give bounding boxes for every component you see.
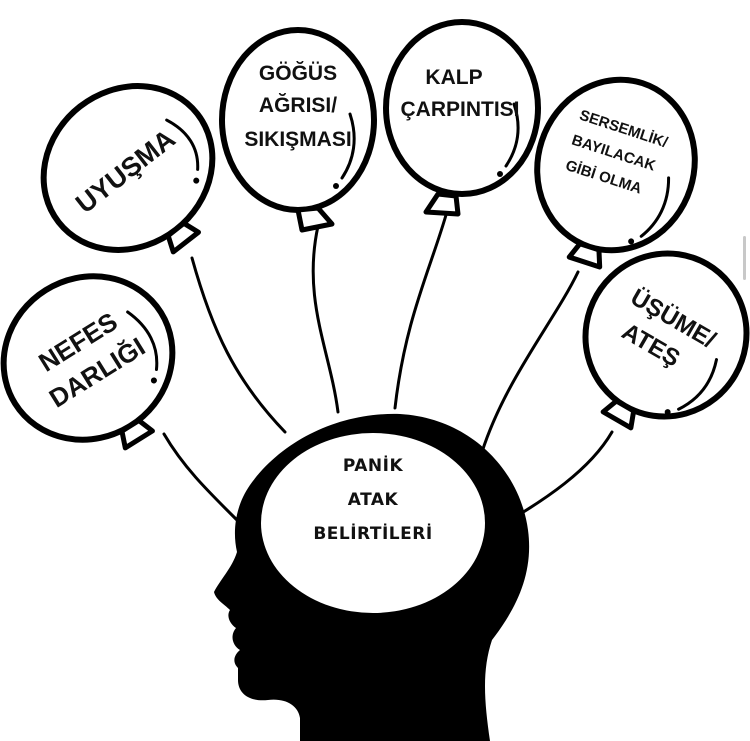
balloon-body [534,76,698,254]
balloon-usume-ates: ÜŞÜME/ ATEŞ [582,250,750,431]
balloon-knot [600,398,637,431]
balloon-kalp-line-1: KALP [425,66,482,89]
balloon-gogus-agrisi: GÖĞÜS AĞRISI/ SIKIŞMASI [219,27,377,233]
balloon-strings [162,213,614,530]
balloon-knot [295,205,335,233]
string-gogus-agrisi [311,224,340,414]
balloon-gogus-line-2: AĞRISI/ [259,93,337,117]
balloon-shine-dot [333,183,339,189]
balloon-shine [677,358,718,411]
balloon-knot [423,191,461,217]
balloon-body [383,19,541,197]
scroll-indicator [743,236,746,280]
balloon-uyusma: UYUŞMA [40,83,216,255]
balloon-kalp-carpintisi: KALP ÇARPINTISI [383,19,541,217]
string-nefes-darligi [162,432,247,530]
balloon-shine [126,310,159,371]
balloon-gogus-line-3: SIKIŞMASI [244,128,351,151]
balloon-shine [165,118,200,171]
center-line-2: ATAK [348,490,399,510]
string-sersemlik [480,270,580,454]
balloon-shine-dot [628,238,635,245]
string-uyusma [190,256,287,434]
balloon-shine-dot [664,409,671,416]
balloon-kalp-line-2: ÇARPINTISI [400,98,519,121]
balloon-gogus-line-1: GÖĞÜS [259,61,337,85]
balloon-knot [165,220,201,255]
balloon-shine-dot [150,377,157,384]
balloon-shine [340,112,356,180]
center-line-3: BELİRTİLERİ [313,522,432,544]
balloon-shine [504,102,520,168]
balloon-shine-dot [193,177,200,184]
head-silhouette [214,413,530,741]
balloon-shine-dot [497,171,503,177]
center-title: PANİK ATAK BELİRTİLERİ [313,454,432,544]
string-kalp-carpintisi [393,213,448,410]
balloon-nefes-darligi: NEFES DARLIĞI [0,273,176,451]
center-line-1: PANİK [343,454,404,476]
balloon-shine [639,176,671,238]
balloon-sersemlik: SERSEMLİK/ BAYILACAK GİBİ OLMA [534,76,698,270]
head-inner-circle [261,433,485,613]
balloon-knot [566,241,603,270]
balloon-knot [119,418,155,451]
